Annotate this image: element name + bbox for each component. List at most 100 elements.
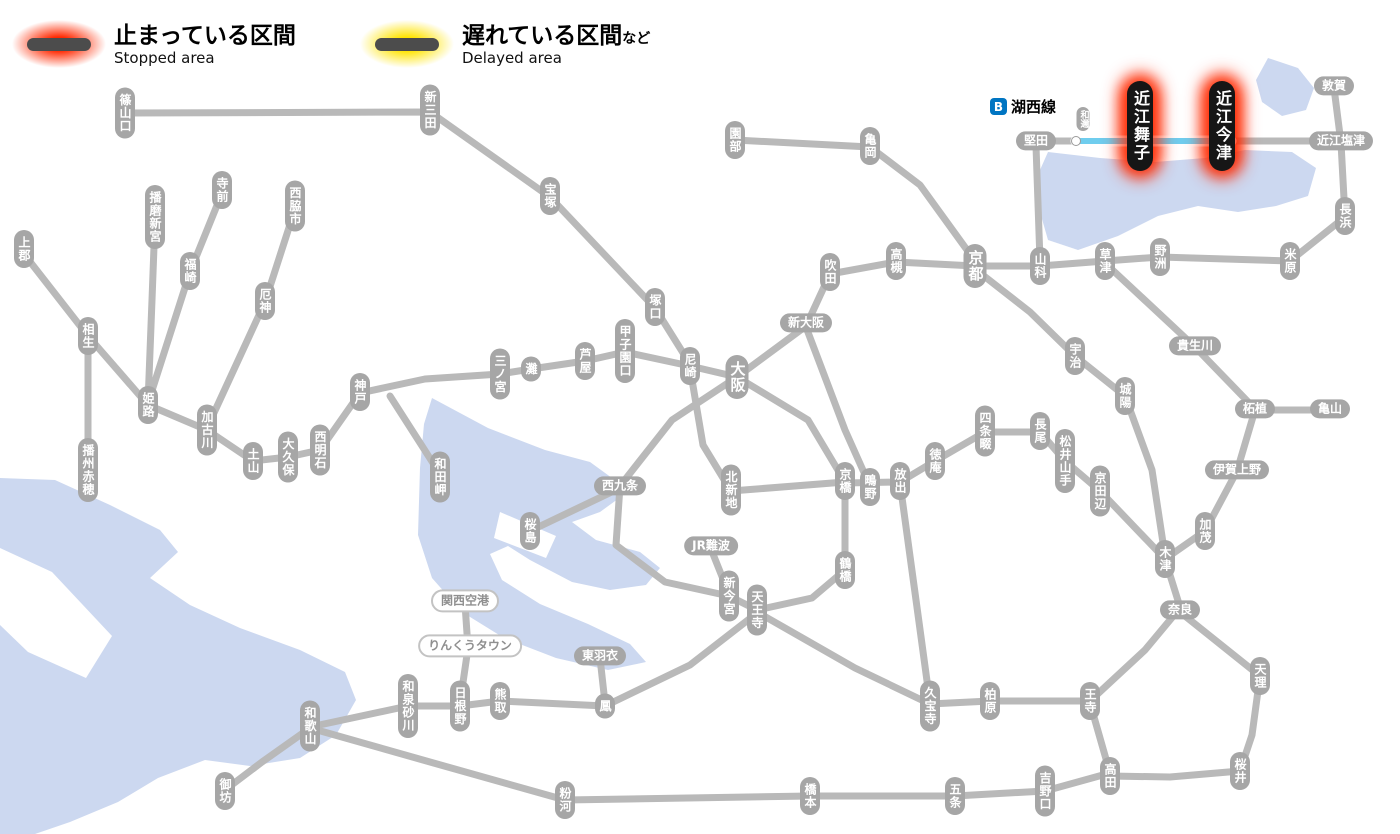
rail-line [896, 479, 934, 707]
station: 鳳 [595, 693, 615, 719]
station: 高田 [1100, 757, 1120, 795]
station: 高槻 [886, 242, 906, 280]
station: 寺前 [212, 171, 232, 209]
station: 尼崎 [680, 347, 700, 385]
station: 厄神 [255, 282, 275, 320]
station: 新今宮 [719, 570, 739, 622]
station: 大久保 [278, 431, 298, 483]
delayed-title-suffix: など [622, 31, 651, 47]
station: 播磨新宮 [145, 185, 165, 249]
station: 奈良 [1159, 600, 1201, 620]
station: 四条畷 [975, 405, 995, 457]
water-area [1256, 58, 1314, 116]
station: 天王寺 [747, 584, 767, 636]
station: 米原 [1280, 242, 1300, 280]
station: 山科 [1030, 247, 1050, 285]
station: 北新地 [721, 464, 741, 516]
rail-line [306, 699, 1114, 804]
station: 鶴橋 [835, 551, 855, 589]
station-white-box: 関西空港 [430, 589, 500, 613]
station: 神戸 [350, 373, 370, 411]
legend-delayed: 遅れている区間など Delayed area [359, 20, 651, 68]
station: 放出 [890, 462, 910, 500]
water-area [1038, 150, 1316, 250]
station: 桜井 [1230, 752, 1250, 790]
station: 木津 [1155, 540, 1175, 578]
station: 吹田 [820, 253, 840, 291]
station: 伊賀上野 [1204, 460, 1270, 480]
station-emphasized: 近江今津 [1209, 81, 1235, 171]
station: 園部 [725, 121, 745, 159]
station: 加茂 [1195, 512, 1215, 550]
station: 加古川 [197, 404, 217, 456]
delayed-subtitle: Delayed area [461, 49, 562, 68]
station: 西明石 [310, 424, 330, 476]
station: 亀山 [1309, 399, 1351, 419]
station: 御坊 [215, 772, 235, 810]
station: 熊取 [490, 682, 510, 720]
station: 城陽 [1115, 377, 1135, 415]
station: 和田岬 [430, 451, 450, 503]
station: 大阪 [725, 355, 749, 399]
rail-line [1086, 604, 1184, 705]
station: 宝塚 [540, 177, 560, 215]
station: 甲子園口 [615, 319, 635, 383]
station: 柏原 [980, 682, 1000, 720]
station: 上郡 [14, 230, 34, 268]
rail-line [1161, 406, 1259, 563]
station: 西脇市 [285, 180, 305, 232]
station: 橋本 [800, 777, 820, 815]
stopped-glow-icon [12, 20, 106, 68]
station: 日根野 [450, 680, 470, 732]
station: 新三田 [420, 84, 440, 136]
station: 堅田 [1015, 131, 1057, 151]
legend: 止まっている区間 Stopped area 遅れている区間など Delayed … [12, 20, 650, 68]
station: 京田辺 [1090, 465, 1110, 517]
section-endpoint-dot [1071, 136, 1081, 146]
station: 野洲 [1150, 238, 1170, 276]
station: 和泉砂川 [398, 674, 418, 738]
station: 粉河 [555, 781, 575, 819]
station: 柘植 [1234, 399, 1276, 419]
station: 宇治 [1065, 337, 1085, 375]
station: 東羽衣 [573, 646, 627, 666]
rail-line [802, 323, 874, 490]
station: 灘 [521, 356, 541, 382]
station: 敦賀 [1313, 76, 1355, 96]
station: 福崎 [180, 252, 200, 290]
station: 天理 [1250, 657, 1270, 695]
station: 久宝寺 [920, 680, 940, 732]
land-patch [0, 548, 112, 678]
station: 桜島 [520, 512, 540, 550]
station: 亀岡 [860, 127, 880, 165]
station: 京橋 [835, 462, 855, 500]
water-area [0, 478, 356, 834]
kosei-line-label: 湖西線 [1011, 98, 1057, 116]
station: 近江塩津 [1308, 131, 1374, 151]
station-small: 和邇 [1076, 107, 1090, 131]
station: 篠山口 [115, 87, 135, 139]
station: 松井山手 [1055, 429, 1075, 493]
station: 芦屋 [575, 342, 595, 380]
stopped-line-sample [27, 37, 91, 51]
station: 徳庵 [925, 442, 945, 480]
station: 吉野口 [1035, 765, 1055, 817]
station: 土山 [243, 442, 263, 480]
station: 新大阪 [779, 313, 833, 333]
station: 相生 [78, 317, 98, 355]
kosei-line-badge: B 湖西線 [986, 95, 1061, 118]
station: 西九条 [593, 476, 647, 496]
rail-line [221, 724, 314, 794]
station: 草津 [1095, 242, 1115, 280]
station: 貴生川 [1168, 336, 1222, 356]
rail-line [971, 265, 1169, 560]
station-white-box: りんくうタウン [418, 634, 522, 658]
legend-stopped: 止まっている区間 Stopped area [12, 20, 296, 68]
station: 和歌山 [300, 700, 320, 752]
station: 播州赤穂 [78, 438, 98, 502]
delayed-glow-icon [359, 20, 454, 68]
line-symbol-b-icon: B [990, 98, 1007, 115]
delayed-line-sample [374, 37, 439, 51]
